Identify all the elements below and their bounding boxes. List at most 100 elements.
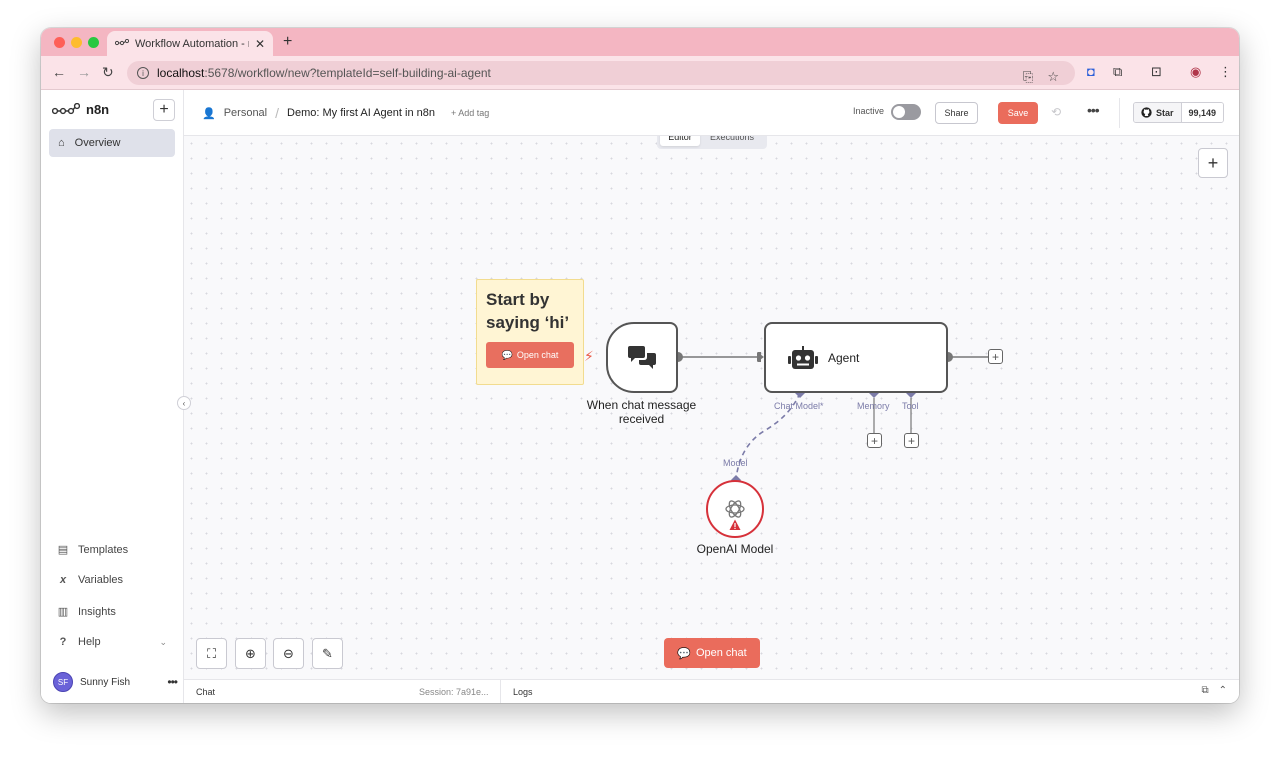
browser-tab-bar: Workflow Automation - n8n[D ✕ +: [41, 28, 1239, 56]
site-info-icon[interactable]: i: [137, 67, 149, 79]
add-tag-button[interactable]: + Add tag: [450, 108, 490, 118]
agent-node[interactable]: Agent: [764, 322, 948, 393]
chevron-up-icon[interactable]: ⌃: [1218, 685, 1227, 696]
n8n-logo-icon: [52, 102, 80, 114]
share-button[interactable]: Share: [935, 102, 978, 124]
add-node-button[interactable]: +: [1198, 148, 1228, 178]
url-text: localhost:5678/workflow/new?templateId=s…: [157, 66, 491, 80]
trigger-bolt-icon: ⚡: [584, 348, 594, 364]
agent-node-label: Agent: [828, 350, 860, 365]
new-tab-button[interactable]: +: [283, 33, 293, 50]
browser-menu-icon[interactable]: ⋮: [1219, 64, 1232, 79]
warning-icon: [729, 519, 741, 530]
header-divider: [1119, 98, 1120, 128]
address-bar-actions: ⎘ ☆: [1023, 69, 1059, 85]
sidebar-item-label: Help: [78, 636, 101, 648]
extensions-puzzle-icon[interactable]: ⧉: [1113, 64, 1123, 79]
chat-model-port-label: Chat Model*: [774, 401, 824, 411]
zoom-out-button[interactable]: ⊖: [273, 638, 304, 669]
connections-layer: [673, 352, 988, 485]
chat-panel-tab[interactable]: Chat: [196, 687, 216, 697]
tab-executions[interactable]: Executions: [709, 136, 755, 142]
save-button[interactable]: Save: [998, 102, 1038, 124]
panel-divider: [500, 680, 501, 703]
person-icon: 👤: [202, 107, 216, 120]
trigger-node-label: When chat message received: [586, 398, 697, 426]
zoom-in-button[interactable]: ⊕: [235, 638, 266, 669]
breadcrumb-project[interactable]: Personal: [223, 107, 268, 119]
more-options-icon[interactable]: •••: [167, 675, 178, 689]
n8n-favicon-icon: [114, 38, 130, 50]
chat-trigger-node[interactable]: [606, 322, 678, 393]
logs-panel-tab[interactable]: Logs: [513, 687, 533, 697]
panel-actions: ⧉ ⌃: [1201, 685, 1227, 696]
tab-editor[interactable]: Editor: [660, 136, 700, 146]
bitwarden-extension-icon[interactable]: ◘: [1087, 64, 1095, 79]
sticky-note[interactable]: Start by saying ‘hi’ 💬 Open chat: [476, 279, 584, 385]
session-id: Session: 7a91e...: [419, 687, 489, 697]
add-tool-button[interactable]: +: [904, 433, 919, 448]
bookmark-star-icon[interactable]: ☆: [1047, 69, 1059, 84]
create-button[interactable]: +: [153, 99, 175, 121]
avatar: SF: [53, 672, 73, 692]
github-star-count: 99,149: [1181, 103, 1224, 122]
sidebar-item-templates[interactable]: ▤ Templates: [57, 543, 167, 557]
active-toggle[interactable]: [891, 104, 921, 120]
browser-toolbar: ← → ↻ i localhost:5678/workflow/new?temp…: [41, 56, 1239, 90]
github-icon: [1141, 107, 1152, 118]
chat-bubbles-icon: [628, 345, 656, 369]
robot-icon: [788, 345, 818, 369]
chat-bubble-icon: 💬: [677, 647, 691, 660]
user-menu[interactable]: SF Sunny Fish •••: [53, 672, 178, 692]
workflow-canvas[interactable]: Editor Executions +: [184, 136, 1239, 679]
github-star-button[interactable]: Star 99,149: [1133, 102, 1225, 123]
address-bar[interactable]: i localhost:5678/workflow/new?templateId…: [127, 61, 1075, 85]
profile-icon[interactable]: ◉: [1190, 64, 1202, 79]
sidebar-item-insights[interactable]: ▥ Insights: [57, 605, 167, 619]
template-icon: ▤: [57, 544, 69, 556]
close-window-button[interactable]: [54, 37, 65, 48]
sticky-open-chat-button[interactable]: 💬 Open chat: [486, 342, 574, 368]
agent-output-connection: [943, 352, 988, 362]
sidebar-item-overview[interactable]: ⌂ Overview: [49, 129, 175, 157]
sticky-note-text: Start by saying ‘hi’: [486, 290, 570, 332]
sidebar-item-label: Variables: [78, 574, 124, 586]
browser-tab[interactable]: Workflow Automation - n8n[D ✕: [107, 31, 273, 56]
back-arrow-icon[interactable]: ←: [52, 64, 66, 80]
tab-search-icon[interactable]: ⊡: [1151, 64, 1162, 79]
editor-executions-switch: Editor Executions: [657, 136, 767, 149]
forward-arrow-icon[interactable]: →: [77, 64, 91, 80]
help-icon: ?: [59, 636, 67, 648]
bottom-panel-bar: Chat Session: 7a91e... Logs ⧉ ⌃: [184, 679, 1239, 703]
n8n-logo[interactable]: n8n: [52, 102, 109, 117]
breadcrumb-separator: /: [275, 105, 280, 121]
more-options-icon[interactable]: •••: [1087, 102, 1100, 118]
sidebar-item-label: Overview: [74, 137, 121, 149]
reload-icon[interactable]: ↻: [102, 64, 114, 80]
zoom-in-icon: ⊕: [245, 645, 256, 661]
sidebar: n8n + ⌂ Overview ▤ Templates x Variables…: [41, 90, 184, 703]
close-tab-icon[interactable]: ✕: [254, 36, 265, 51]
n8n-app: n8n + ⌂ Overview ▤ Templates x Variables…: [41, 90, 1239, 703]
zoom-out-icon: ⊖: [283, 645, 294, 661]
open-chat-button[interactable]: 💬 Open chat: [664, 638, 760, 668]
collapse-sidebar-button[interactable]: ‹: [177, 396, 191, 410]
main-connection: [673, 352, 764, 362]
minimize-window-button[interactable]: [71, 37, 82, 48]
model-port-label: Model: [723, 458, 748, 468]
maximize-window-button[interactable]: [88, 37, 99, 48]
url-path: :5678/workflow/new?templateId=self-build…: [204, 66, 491, 80]
fit-view-button[interactable]: ⛶: [196, 638, 227, 669]
translate-icon[interactable]: ⎘: [1022, 69, 1034, 84]
sidebar-item-variables[interactable]: x Variables: [57, 574, 167, 586]
fit-view-icon: ⛶: [206, 645, 217, 661]
sidebar-item-help[interactable]: ? Help ⌄: [57, 636, 167, 648]
history-icon[interactable]: ⟲: [1051, 105, 1062, 119]
add-after-agent-button[interactable]: +: [988, 349, 1003, 364]
tidy-up-button[interactable]: ✎: [312, 638, 343, 669]
workflow-name[interactable]: Demo: My first AI Agent in n8n: [287, 107, 435, 119]
pop-out-icon[interactable]: ⧉: [1201, 685, 1209, 696]
add-memory-button[interactable]: +: [867, 433, 882, 448]
url-host: localhost: [157, 66, 205, 80]
github-star-label: Star: [1156, 107, 1174, 118]
